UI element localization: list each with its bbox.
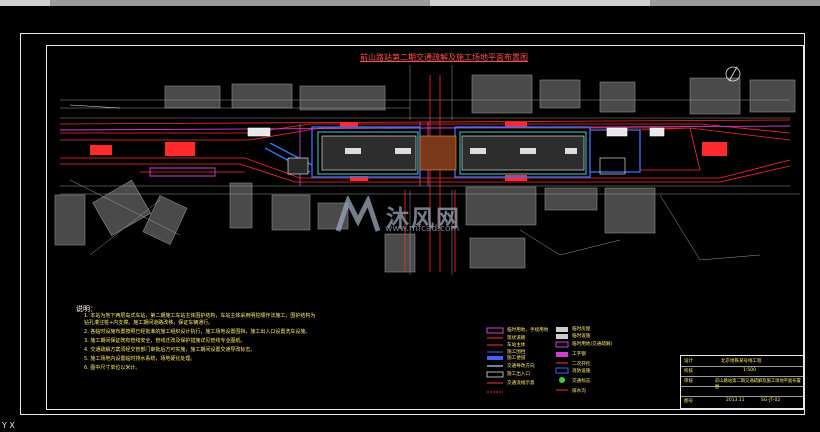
tb-drawing-name: 前山路站第二期交通疏解及施工场地平面布置图 <box>715 379 801 390</box>
building-block <box>142 195 188 245</box>
tb-approver: 审核 <box>684 379 693 384</box>
legend-label: 交通标志 <box>572 379 591 384</box>
tb-designer: 设计 <box>684 359 693 364</box>
building-block <box>544 187 598 211</box>
legend-label: 施工出入口 <box>507 372 530 377</box>
tb-checker: 校核 <box>684 369 693 374</box>
building-block <box>229 182 253 229</box>
traffic-arrow-cluster <box>90 145 112 155</box>
traffic-arrow-cluster <box>505 122 527 128</box>
building-block <box>164 85 221 109</box>
tb-sheet-value: SG-JT-02 <box>761 398 781 403</box>
building-block <box>92 179 152 236</box>
watermark-brand: 沐风网 <box>386 206 461 232</box>
drawing-frame <box>46 45 804 410</box>
building-block <box>539 79 581 109</box>
traffic-arrow-cluster <box>702 142 727 156</box>
building-block <box>689 77 741 115</box>
tb-project: 北京地铁某号线工程 <box>721 359 762 364</box>
legend-label: 临时用地、手续用地 <box>507 328 549 333</box>
legend-label: 车站主体 <box>507 343 526 348</box>
watermark-url: www.mfcad.com <box>385 224 460 234</box>
legend-label: 施工围挡 <box>507 350 526 355</box>
building-block <box>465 186 537 226</box>
drawing-sheet-border <box>20 33 805 415</box>
legend-label: 施工便道 <box>507 356 526 361</box>
building-block <box>471 74 533 114</box>
building-block <box>599 81 636 113</box>
status-bar <box>0 422 820 432</box>
legend-label: 二次开挖 <box>572 362 591 367</box>
note-line: 2. 各临时设施布置按照已经批准的施工组织设计执行，施工场地设置围挡，施工出入口… <box>84 329 311 335</box>
note-line: 3. 施工期间保证既有管线安全，管线迁改及保护措施详见管线专业图纸。 <box>84 338 246 344</box>
building-block <box>469 237 526 269</box>
tb-sheet-no: 图号 <box>684 399 693 404</box>
legend-label: 临时房屋 <box>572 327 591 332</box>
legend-label: 交通流线示意 <box>507 381 535 386</box>
tb-scale: 1:500 <box>743 368 756 373</box>
title-block: 设计 北京地铁某号线工程 校核 审核 前山路站第二期交通疏解及施工场地平面布置图… <box>680 355 804 409</box>
building-block <box>271 194 311 231</box>
traffic-arrow-cluster <box>505 175 527 181</box>
legend-label: 临时设施 <box>572 334 591 339</box>
tb-date: 2013.11 <box>726 398 745 403</box>
legend-swatches <box>486 327 569 393</box>
note-line: 5. 施工场地内设置临时排水系统，场地硬化处理。 <box>84 356 196 362</box>
building-block <box>299 85 386 111</box>
legend-label: 交通导改方向 <box>507 364 535 369</box>
note-line: 4. 交通疏解方案须经交管部门审批后方可实施，施工期间设置交通导改标志。 <box>84 347 256 353</box>
note-line: 1. 本站为地下两层岛式车站，第二期施工车站主体围护结构，车站主体采用明挖顺作法… <box>84 313 316 319</box>
note-line: 钻孔灌注桩+内支撑。施工期间道路改移，保证车辆通行。 <box>84 320 214 326</box>
drawing-title: 前山路站第二期交通疏解及施工场地平面布置图 <box>360 53 528 62</box>
legend-label: 现状道路 <box>507 336 526 341</box>
building-block <box>384 233 416 273</box>
ucs-icon: Y X <box>2 421 15 430</box>
traffic-arrow-cluster <box>350 176 368 181</box>
building-block <box>231 83 293 109</box>
toolbar-segment[interactable] <box>430 0 650 6</box>
watermark-logo-icon <box>335 196 381 232</box>
note-line: 6. 图中尺寸单位以米计。 <box>84 365 141 371</box>
legend-label: 排水沟 <box>572 389 586 394</box>
legend-label: 工字钢 <box>572 352 586 357</box>
road-crossing-zone <box>419 135 457 171</box>
legend-label: 消防设施 <box>572 369 591 374</box>
traffic-arrow-cluster <box>340 122 358 127</box>
traffic-arrow-cluster <box>165 142 195 156</box>
notes-heading: 说明： <box>76 305 97 313</box>
building-block <box>749 79 796 113</box>
toolbar-segment[interactable] <box>0 0 50 6</box>
building-block <box>54 194 86 246</box>
legend-label: 临时用地(交通疏解) <box>572 342 613 347</box>
building-block <box>604 187 656 234</box>
north-arrow-icon <box>725 66 741 82</box>
